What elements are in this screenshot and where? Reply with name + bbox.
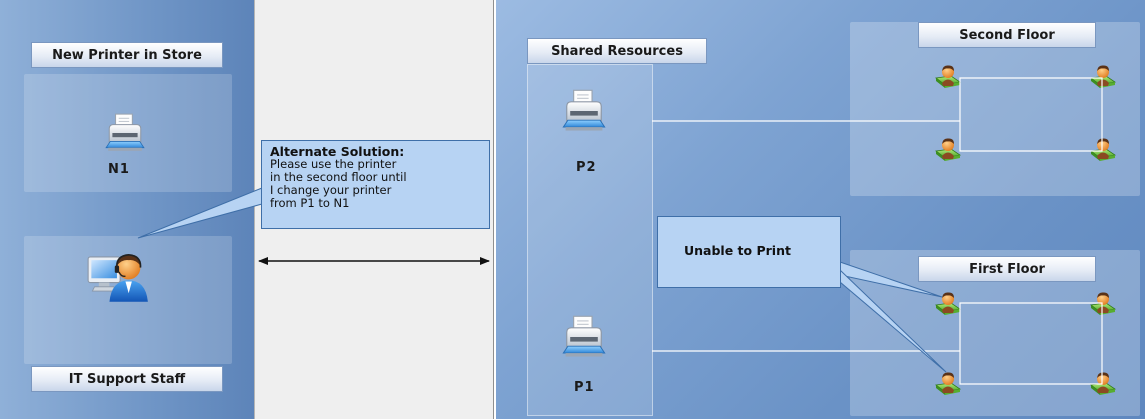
unable-to-print-callout: Unable to Print bbox=[657, 216, 841, 288]
second-floor-area bbox=[850, 22, 1140, 196]
network-user-icon bbox=[933, 290, 963, 320]
network-user-icon bbox=[933, 370, 963, 400]
printer-icon bbox=[560, 314, 608, 360]
it-support-staff-title: IT Support Staff bbox=[31, 366, 223, 392]
printer-icon bbox=[103, 112, 147, 154]
printer-label-p1: P1 bbox=[574, 380, 595, 395]
alternate-solution-line: I change your printer bbox=[270, 183, 392, 197]
alternate-solution-line: from P1 to N1 bbox=[270, 196, 350, 210]
network-user-icon bbox=[1088, 370, 1118, 400]
alternate-solution-line: Please use the printer bbox=[270, 157, 397, 171]
support-person-computer-icon bbox=[78, 242, 158, 306]
network-user-icon bbox=[1088, 290, 1118, 320]
alternate-solution-callout: Alternate Solution: Please use the print… bbox=[261, 140, 490, 229]
printer-icon bbox=[560, 88, 608, 134]
new-printer-title: New Printer in Store bbox=[31, 42, 223, 68]
alternate-solution-line: in the second floor until bbox=[270, 170, 407, 184]
printer-label-p2: P2 bbox=[576, 160, 597, 175]
left-panel: New Printer in Store N1 IT Support Staff bbox=[0, 0, 255, 419]
right-panel: Shared Resources P2 P1 Second Floor Firs… bbox=[496, 0, 1145, 419]
printer-label-n1: N1 bbox=[108, 162, 130, 177]
network-user-icon bbox=[1088, 136, 1118, 166]
network-user-icon bbox=[933, 63, 963, 93]
shared-resources-title: Shared Resources bbox=[527, 38, 707, 64]
first-floor-title: First Floor bbox=[918, 256, 1096, 282]
second-floor-title: Second Floor bbox=[918, 22, 1096, 48]
network-user-icon bbox=[933, 136, 963, 166]
alternate-solution-title: Alternate Solution: bbox=[270, 144, 405, 159]
network-user-icon bbox=[1088, 63, 1118, 93]
